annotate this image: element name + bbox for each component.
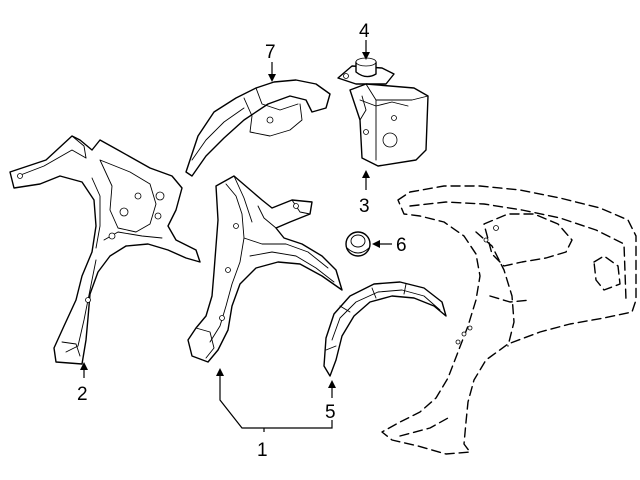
arrow-5 (328, 380, 336, 388)
part-1-inner-wheelhouse (187, 175, 343, 363)
arrow-3 (362, 170, 370, 178)
callout-4: 4 (359, 21, 370, 42)
part-6-grommet (345, 231, 371, 257)
part-3-housing (349, 83, 429, 167)
callout-6: 6 (396, 235, 407, 256)
part-2-inner-quarter-panel (9, 135, 201, 365)
leader-1-left (219, 376, 264, 429)
outer-quarter-panel-outline (381, 185, 637, 455)
callout-5: 5 (325, 402, 336, 423)
arrow-6 (372, 240, 380, 248)
callout-2: 2 (77, 384, 88, 405)
arrow-2 (80, 362, 88, 370)
part-5-outer-wheelhouse-liner (323, 281, 447, 377)
arrow-4 (362, 52, 370, 60)
callout-3: 3 (359, 196, 370, 217)
arrow-1-left (216, 368, 224, 376)
leader-lines (80, 40, 392, 432)
part-7-wheelhouse-liner (185, 79, 331, 177)
arrow-7 (268, 74, 276, 82)
callout-1: 1 (257, 440, 268, 461)
callout-7: 7 (265, 42, 276, 63)
leader-1-right (264, 420, 333, 429)
part-4-bracket (337, 57, 395, 85)
